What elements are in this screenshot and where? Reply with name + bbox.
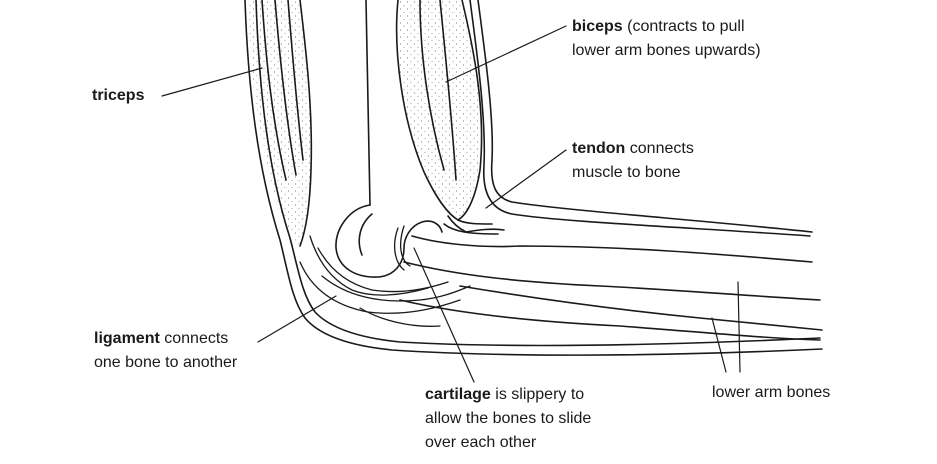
biceps-text-2: lower arm bones upwards) [572, 42, 761, 59]
ligament-text-1: connects [159, 330, 229, 347]
leader-cartilage [413, 247, 475, 383]
tendon-term: tendon [572, 140, 626, 157]
tendon-text-2: muscle to bone [572, 164, 681, 181]
leader-biceps [445, 25, 567, 83]
arm-front-outline-inner [469, 0, 811, 237]
triceps-muscle [248, 0, 313, 247]
leader-tendon [485, 149, 567, 209]
cartilage-text-3: over each other [425, 434, 537, 451]
triceps-term: triceps [92, 87, 145, 104]
leader-bone-a [711, 317, 727, 373]
label-tendon: tendon connects muscle to bone [572, 137, 694, 185]
cartilage [393, 225, 411, 271]
leader-ligament [257, 295, 337, 343]
lower-arm-bones [399, 235, 823, 341]
arm-outline-inner [255, 0, 821, 347]
label-ligament: ligament connects one bone to another [94, 327, 237, 375]
tendon-line-1: tendon connects [572, 137, 694, 161]
cartilage-term: cartilage [425, 386, 491, 403]
lower-arm-bones-text: lower arm bones [712, 384, 831, 401]
biceps-term: biceps [572, 18, 623, 35]
cartilage-text-1: is slippery to [490, 386, 585, 403]
cartilage-text-2: allow the bones to slide [425, 410, 592, 427]
ligament-text-2: one bone to another [94, 354, 238, 371]
leader-lines [161, 25, 741, 383]
biceps-muscle [395, 0, 483, 221]
leader-bone-b [737, 281, 741, 373]
ligament-line-1: ligament connects [94, 327, 237, 351]
cartilage-line-1: cartilage is slippery to [425, 383, 591, 407]
biceps-line-1: biceps (contracts to pull [572, 15, 761, 39]
biceps-text-1: (contracts to pull [622, 18, 745, 35]
arm-outline [244, 0, 823, 356]
label-cartilage: cartilage is slippery to allow the bones… [425, 383, 591, 455]
ligament-term: ligament [94, 330, 160, 347]
tendon-text-1: connects [625, 140, 694, 157]
leader-triceps [161, 67, 263, 97]
tendon [443, 215, 505, 235]
ligament [299, 235, 471, 327]
humerus-bone [335, 0, 443, 278]
arm-front-outline [477, 0, 813, 233]
label-lower-arm-bones: lower arm bones [712, 381, 830, 405]
label-triceps: triceps [92, 84, 144, 108]
label-biceps: biceps (contracts to pull lower arm bone… [572, 15, 761, 63]
